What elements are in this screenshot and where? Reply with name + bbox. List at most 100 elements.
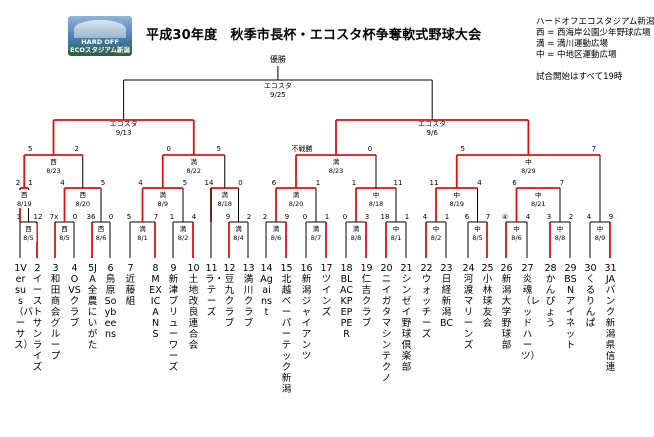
label-bg — [592, 224, 608, 242]
venue-label: エコスタ — [418, 119, 446, 128]
team-name: 15北越ベーパーテック新潟 — [280, 263, 293, 395]
date-label: 8/23 — [329, 167, 344, 175]
venue-label: 西 — [61, 225, 68, 233]
label-bg — [348, 224, 364, 242]
label-bg — [230, 224, 247, 242]
date-label: 8/19 — [17, 200, 32, 208]
team-name: 18BLACKPEPPER — [340, 263, 353, 340]
score-label: 5 — [461, 145, 465, 153]
score-label: 7 — [154, 213, 158, 221]
team-name: 13満川クラブ — [242, 263, 255, 329]
score-label: 6 — [465, 213, 470, 221]
score-label: 0 — [238, 179, 242, 187]
venue-label: 満 — [235, 225, 242, 233]
label-bg — [20, 224, 37, 242]
score-label: 1 — [352, 179, 356, 187]
score-label: 7 — [560, 179, 564, 187]
team-name: 2イーストサンライズ — [32, 263, 43, 373]
score-label: 0 — [368, 145, 372, 153]
score-label: 4 — [477, 179, 482, 187]
team-name: 25小林球友会 — [481, 263, 494, 329]
legend-line: ハードオフエコスタジアム新潟 — [536, 17, 654, 27]
venue-label: 中 — [557, 224, 564, 233]
score-label: 1 — [405, 213, 409, 221]
score-label: 2 — [75, 145, 79, 153]
venue-label: 満 — [160, 191, 167, 199]
label-bg — [15, 190, 34, 208]
date-label: 8/6 — [96, 234, 106, 242]
venue-label: 中 — [454, 190, 461, 199]
venue-label: 西 — [80, 191, 87, 199]
page-title: 平成30年度 秋季市長杯・エコスタ杯争奪軟式野球大会 — [146, 28, 482, 43]
team-name: 16新潟ジャイアンツ — [300, 263, 313, 362]
venue-label: 西 — [98, 225, 105, 233]
team-name: 27炎魂（レッドハーツ） — [521, 263, 541, 362]
score-label: 3 — [365, 213, 369, 221]
date-label: 8/9 — [595, 234, 605, 242]
venue-label: エコスタ — [264, 81, 292, 90]
date-label: 8/6 — [271, 234, 281, 242]
team-name: 24河渡マリーンズ — [462, 263, 475, 351]
label-bg — [428, 224, 444, 242]
legend-line: 満 = 満川運動広場 — [536, 39, 609, 49]
venue-label: 満 — [191, 158, 198, 166]
score-label: 0 — [109, 213, 113, 221]
date-label: 8/1 — [137, 234, 147, 242]
label-bg — [56, 224, 73, 242]
venue-label: 中 — [513, 224, 520, 233]
date-label: 8/6 — [511, 234, 521, 242]
team-name: 19仁吉クラブ — [360, 263, 373, 329]
venue-label: 満 — [222, 191, 229, 199]
label-bg — [93, 224, 109, 242]
date-label: 8/5 — [472, 234, 482, 242]
venue-label: 西 — [25, 225, 32, 233]
score-label: 4 — [587, 213, 592, 221]
score-label: 7 — [592, 145, 596, 153]
score-label: 11 — [430, 179, 439, 187]
venue-label: 中 — [535, 190, 542, 199]
team-name: 29BSNアイネット — [564, 263, 577, 351]
venue-label: 満 — [180, 225, 187, 233]
date-label: 9/6 — [427, 129, 439, 137]
label-bg — [215, 190, 234, 208]
team-name: 5JA全農にいがた — [87, 263, 98, 351]
score-label: 18 — [381, 213, 390, 221]
team-name: 6鳥原Soybeens — [104, 263, 117, 340]
date-label: 9/13 — [116, 129, 132, 137]
score-label: 4 — [60, 179, 65, 187]
venue-label: 満 — [353, 225, 360, 233]
venue-label: 満 — [313, 225, 320, 233]
score-label: 9 — [285, 213, 289, 221]
team-name: 7近藤組 — [125, 263, 136, 307]
label-bg — [183, 157, 204, 175]
venue-label: 西 — [21, 191, 28, 199]
label-bg — [552, 224, 568, 242]
score-label: 2 — [247, 213, 251, 221]
date-label: 8/2 — [178, 234, 188, 242]
score-label: 2 — [16, 179, 20, 187]
team-name: 3和田商会グループ — [50, 263, 61, 362]
date-label: 8/18 — [369, 200, 384, 208]
score-label: 6 — [512, 179, 517, 187]
score-label: 3 — [547, 213, 551, 221]
label-bg — [134, 224, 151, 242]
label-bg — [308, 224, 324, 242]
score-label: 6 — [272, 179, 277, 187]
team-name: 26新潟大学野球部 — [500, 263, 513, 351]
score-label: 9 — [226, 213, 230, 221]
date-label: 8/29 — [521, 167, 536, 175]
label-bg — [268, 224, 284, 242]
team-name: 4OVSクラブ — [68, 263, 81, 329]
score-label: 11 — [394, 179, 403, 187]
score-label: 9 — [609, 213, 613, 221]
logo-line1: HARD OFF — [81, 38, 119, 46]
venue-label: 満 — [293, 191, 300, 199]
team-name: 17ツインズ — [320, 263, 333, 318]
logo-line2: ECOスタジアム新潟 — [70, 46, 130, 54]
label-bg — [43, 157, 64, 175]
date-label: 8/23 — [46, 167, 61, 175]
label-bg — [326, 157, 346, 175]
label-bg — [508, 224, 525, 242]
label-bg — [175, 224, 191, 242]
